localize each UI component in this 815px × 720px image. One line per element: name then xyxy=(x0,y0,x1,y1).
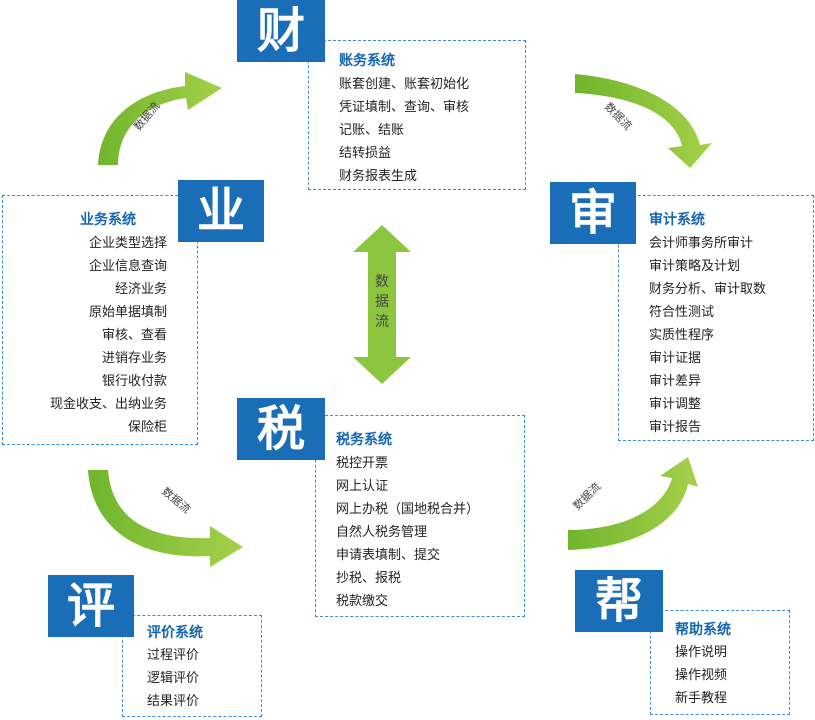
tax-item: 申请表填制、提交 xyxy=(336,548,441,563)
business-item: 银行收付款 xyxy=(101,374,167,389)
arrow-business-to-tax xyxy=(88,470,243,567)
arrow-business-to-finance xyxy=(98,72,222,165)
tax-item: 网上办税（国地税合并） xyxy=(336,502,480,517)
audit-item: 审计证据 xyxy=(649,351,702,366)
tax-item: 自然人税务管理 xyxy=(336,525,428,540)
finance-system-box: 账务系统 账套创建、账套初始化 凭证填制、查询、审核 记账、结账 结转损益 财务… xyxy=(308,40,526,190)
evaluation-badge: 评 xyxy=(48,575,134,637)
audit-badge: 审 xyxy=(550,182,636,244)
help-badge: 帮 xyxy=(575,570,663,632)
audit-item: 审计策略及计划 xyxy=(649,259,741,274)
arrow-finance-to-audit xyxy=(575,74,712,168)
business-item: 经济业务 xyxy=(114,282,167,297)
tax-item: 网上认证 xyxy=(336,479,389,494)
finance-badge: 财 xyxy=(237,0,325,62)
business-item: 企业类型选择 xyxy=(88,236,167,251)
evaluation-system-box: 评价系统 过程评价 逻辑评价 结果评价 xyxy=(122,615,262,717)
tax-item: 税控开票 xyxy=(336,456,389,471)
help-item: 操作视频 xyxy=(675,668,728,683)
finance-system-title: 账务系统 xyxy=(339,53,395,69)
business-item: 现金收支、出纳业务 xyxy=(49,397,167,412)
business-item: 企业信息查询 xyxy=(88,259,167,274)
audit-system-box: 审计系统 会计师事务所审计 审计策略及计划 财务分析、审计取数 符合性测试 实质… xyxy=(618,195,814,441)
business-item: 进销存业务 xyxy=(101,351,167,366)
evaluation-item: 逻辑评价 xyxy=(147,671,200,686)
evaluation-item: 结果评价 xyxy=(147,694,200,709)
business-item: 保险柜 xyxy=(127,420,167,435)
tax-badge: 税 xyxy=(237,398,325,460)
tax-item: 抄税、报税 xyxy=(336,571,402,586)
business-item: 审核、查看 xyxy=(101,328,167,343)
flow-char: 数 xyxy=(375,274,389,290)
help-system-title: 帮助系统 xyxy=(675,622,731,638)
help-system-box: 帮助系统 操作说明 操作视频 新手教程 xyxy=(650,610,790,715)
audit-item: 审计报告 xyxy=(649,420,702,435)
audit-item: 审计调整 xyxy=(649,397,702,412)
business-badge: 业 xyxy=(178,180,264,242)
arrow-tax-to-audit xyxy=(568,457,698,550)
finance-item: 凭证填制、查询、审核 xyxy=(339,100,470,115)
evaluation-system-title: 评价系统 xyxy=(147,625,203,641)
business-item: 原始单据填制 xyxy=(88,305,167,320)
tax-system-box: 税务系统 税控开票 网上认证 网上办税（国地税合并） 自然人税务管理 申请表填制… xyxy=(315,415,525,617)
audit-item: 财务分析、审计取数 xyxy=(649,282,767,297)
audit-item: 审计差异 xyxy=(649,374,702,389)
flow-label-vertical: 数 据 流 xyxy=(374,272,390,332)
finance-item: 结转损益 xyxy=(339,146,392,161)
tax-system-title: 税务系统 xyxy=(336,432,392,448)
arrow-finance-tax-bidirectional xyxy=(353,225,411,384)
audit-item: 实质性程序 xyxy=(649,328,715,343)
flow-char: 流 xyxy=(375,314,389,330)
finance-item: 财务报表生成 xyxy=(339,169,418,184)
help-item: 新手教程 xyxy=(675,691,728,706)
tax-item: 税款缴交 xyxy=(336,594,389,609)
finance-item: 记账、结账 xyxy=(339,123,405,138)
evaluation-item: 过程评价 xyxy=(147,648,200,663)
audit-item: 会计师事务所审计 xyxy=(649,236,754,251)
business-system-title: 业务系统 xyxy=(80,212,136,228)
flow-char: 据 xyxy=(375,294,389,310)
finance-item: 账套创建、账套初始化 xyxy=(339,77,470,92)
audit-system-title: 审计系统 xyxy=(649,212,705,228)
business-system-box: 业务系统 企业类型选择 企业信息查询 经济业务 原始单据填制 审核、查看 进销存… xyxy=(2,195,198,445)
help-item: 操作说明 xyxy=(675,645,728,660)
audit-item: 符合性测试 xyxy=(649,305,715,320)
